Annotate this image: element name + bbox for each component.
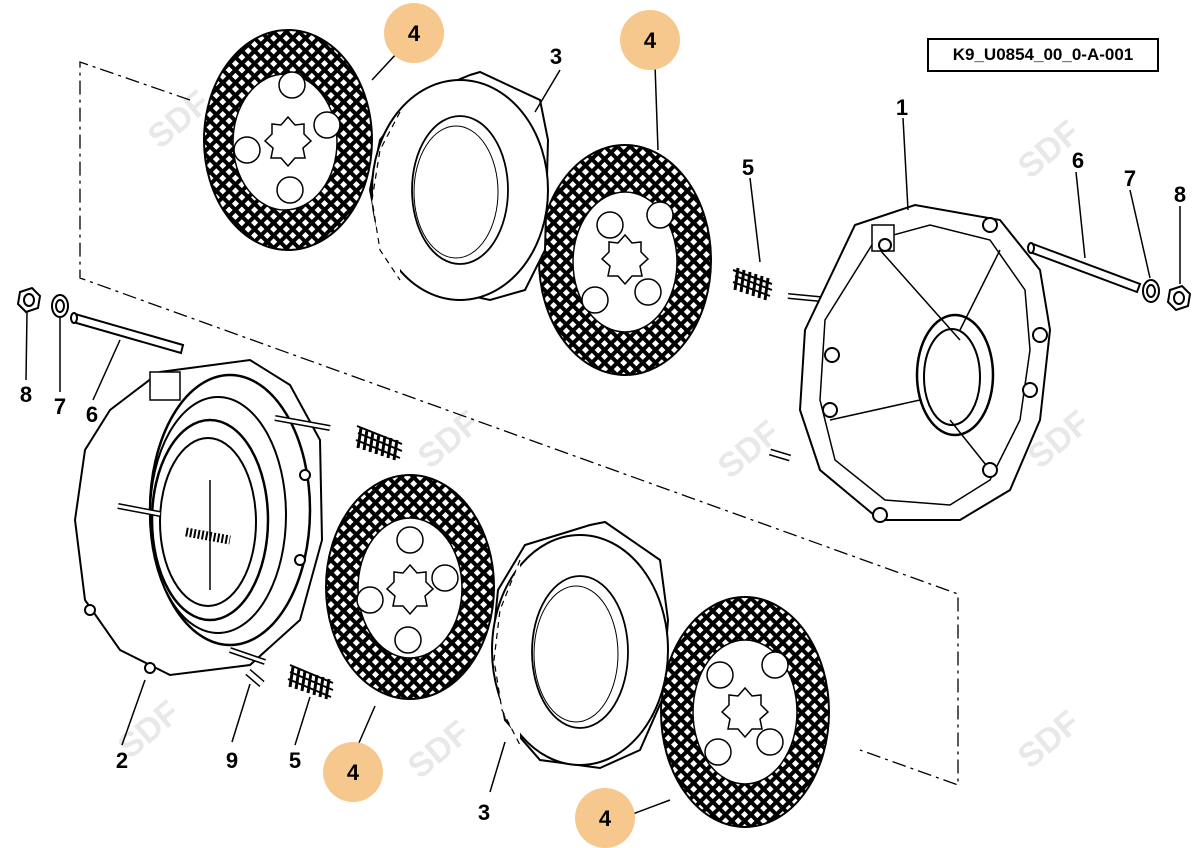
- nut-left: [16, 286, 42, 314]
- pressure-plate-part-2: [73, 358, 331, 688]
- callout-number: 2: [116, 748, 128, 773]
- callout-number: 9: [226, 748, 238, 773]
- callout-number: 5: [289, 748, 301, 773]
- spring-middle: [355, 425, 403, 461]
- drawing-reference-code: K9_U0854_00_0-A-001: [927, 38, 1159, 72]
- friction-disc-top-right: [538, 144, 712, 376]
- callout-number: 5: [742, 155, 754, 180]
- leader-lines: [25, 51, 1181, 819]
- callout-number: 4: [644, 28, 657, 53]
- callout-number: 6: [1072, 148, 1084, 173]
- housing-part-1: [768, 203, 1052, 523]
- callout-number: 3: [478, 800, 490, 825]
- callout-number: 8: [20, 382, 32, 407]
- callout-number: 4: [408, 21, 421, 46]
- watermark: SDF: [711, 413, 788, 486]
- callout-number: 8: [1174, 182, 1186, 207]
- highlight-markers: [323, 3, 680, 848]
- separator-plate-bottom: [490, 520, 670, 770]
- friction-disc-bottom-left: [325, 474, 495, 700]
- callout-number: 4: [347, 760, 360, 785]
- washer-right: [1142, 279, 1160, 303]
- nut-right: [1166, 284, 1192, 312]
- watermark: SDF: [1011, 703, 1088, 776]
- watermark: SDF: [401, 713, 478, 786]
- watermark: SDF: [411, 403, 488, 476]
- callout-number: 7: [1124, 166, 1136, 191]
- separator-plate-top: [368, 70, 550, 302]
- washer-left: [51, 294, 69, 318]
- callout-number: 7: [54, 394, 66, 419]
- callout-number: 3: [550, 44, 562, 69]
- callout-number: 4: [599, 806, 612, 831]
- callout-number: 1: [896, 95, 908, 120]
- bolt-right: [1027, 242, 1142, 294]
- friction-disc-top-left: [203, 29, 373, 251]
- friction-disc-bottom-right: [660, 596, 830, 828]
- callout-number: 6: [86, 402, 98, 427]
- spring-bottom: [287, 664, 334, 700]
- bolt-left: [70, 312, 185, 355]
- spring-top: [732, 267, 773, 301]
